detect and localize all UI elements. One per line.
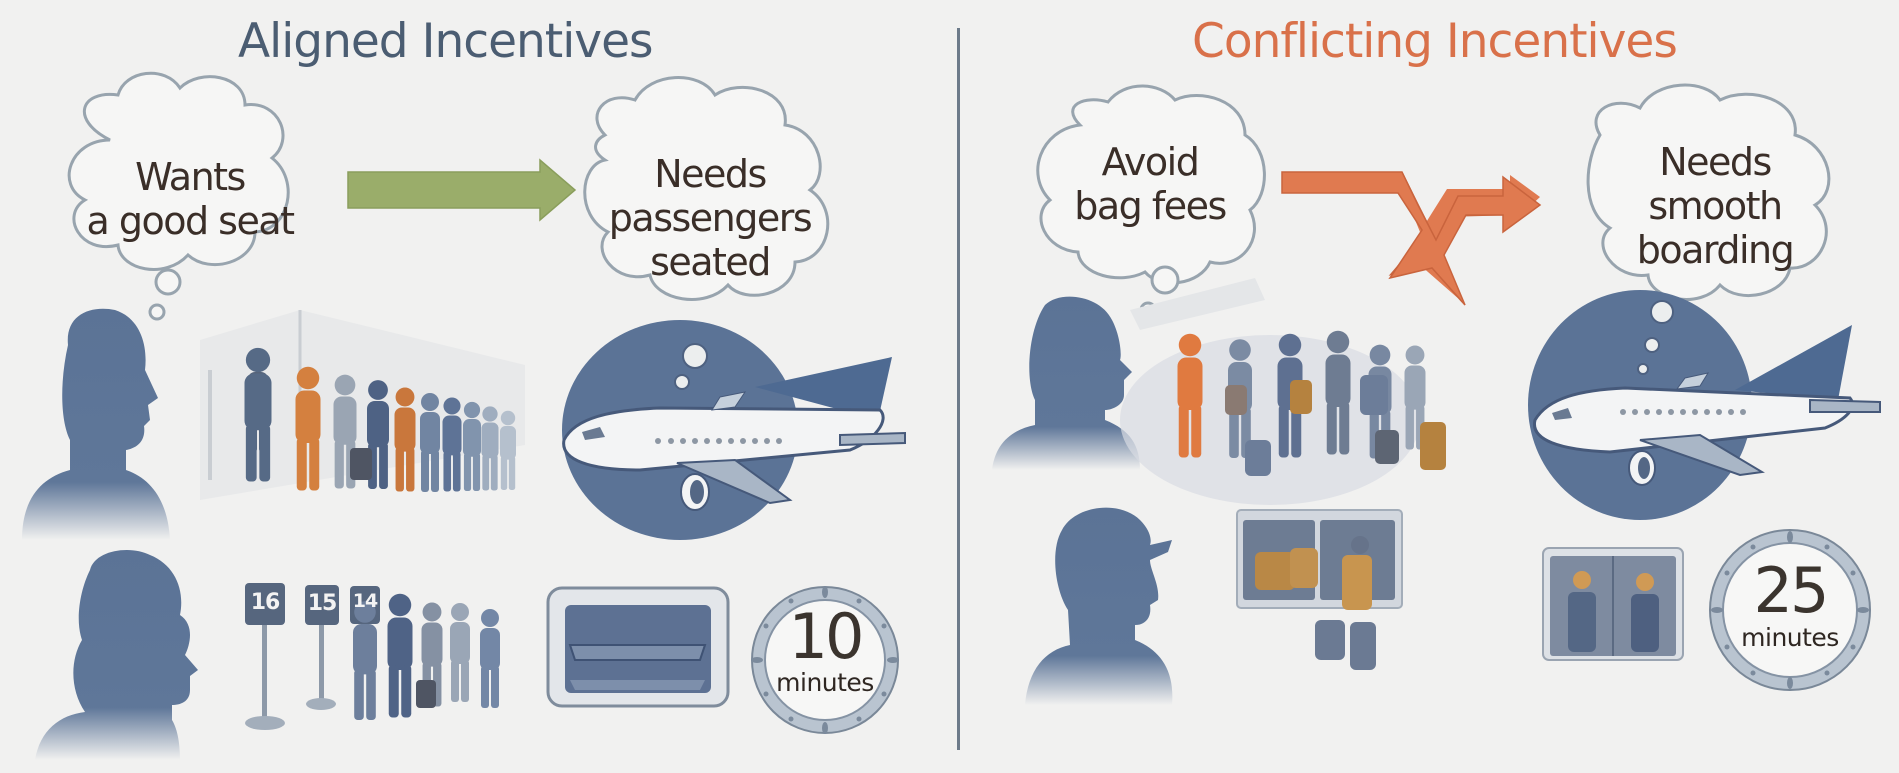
thought-line: boarding <box>1636 228 1795 272</box>
passenger-thought-text-left: Wants a good seat <box>75 155 305 243</box>
passenger-thought-text-right: Avoid bag fees <box>1050 140 1250 228</box>
conflicting-incentives-title: Conflicting Incentives <box>1192 14 1678 69</box>
full-overhead-bins-icon <box>1236 509 1403 670</box>
timer-icon-right <box>1709 529 1871 691</box>
crowded-gate-scene <box>1120 278 1446 505</box>
gate-sign-16: 16 <box>250 590 281 615</box>
aligned-incentives-title: Aligned Incentives <box>238 14 653 69</box>
aligned-arrow-icon <box>347 158 577 222</box>
numbered-boarding-line-scene <box>353 593 500 720</box>
thought-line: Wants <box>135 155 246 199</box>
gate-sign-14: 14 <box>352 590 378 612</box>
thought-line: smooth <box>1648 184 1783 228</box>
timer-icon-left <box>751 586 899 734</box>
passenger-silhouette-icon <box>22 308 170 540</box>
airline-thought-cloud-left <box>583 76 830 301</box>
crew-silhouette-cap-icon <box>1025 507 1173 705</box>
gate-sign-15: 15 <box>307 591 338 616</box>
airline-thought-cloud-right <box>1586 83 1831 301</box>
passenger-silhouette-curly-icon <box>35 550 198 760</box>
thought-line: Avoid <box>1101 140 1200 184</box>
passenger-thought-cloud-left <box>67 71 290 321</box>
panel-divider <box>957 28 960 750</box>
thought-line: bag fees <box>1074 184 1227 228</box>
empty-overhead-bin-icon <box>546 586 730 708</box>
thought-line: passengers <box>608 196 813 240</box>
airplane-icon-right <box>1528 290 1881 520</box>
timer-value-left: 10 <box>788 600 865 673</box>
orderly-queue-scene <box>200 310 525 500</box>
thought-line: a good seat <box>86 199 295 243</box>
airline-thought-text-left: Needs passengers seated <box>590 152 830 284</box>
airline-thought-text-right: Needs smooth boarding <box>1595 140 1835 272</box>
thought-line: seated <box>650 240 771 284</box>
thought-line: Needs <box>1659 140 1772 184</box>
aircraft-door-crew-icon <box>1542 547 1684 661</box>
timer-unit-left: minutes <box>776 668 874 697</box>
airplane-icon-left <box>562 320 906 540</box>
passenger-silhouette-right-icon <box>992 296 1140 470</box>
conflicting-arrow-icon <box>1281 171 1542 306</box>
thought-line: Needs <box>654 152 767 196</box>
passenger-thought-cloud-right <box>1036 84 1266 319</box>
timer-unit-right: minutes <box>1741 623 1839 652</box>
timer-value-right: 25 <box>1753 554 1830 627</box>
